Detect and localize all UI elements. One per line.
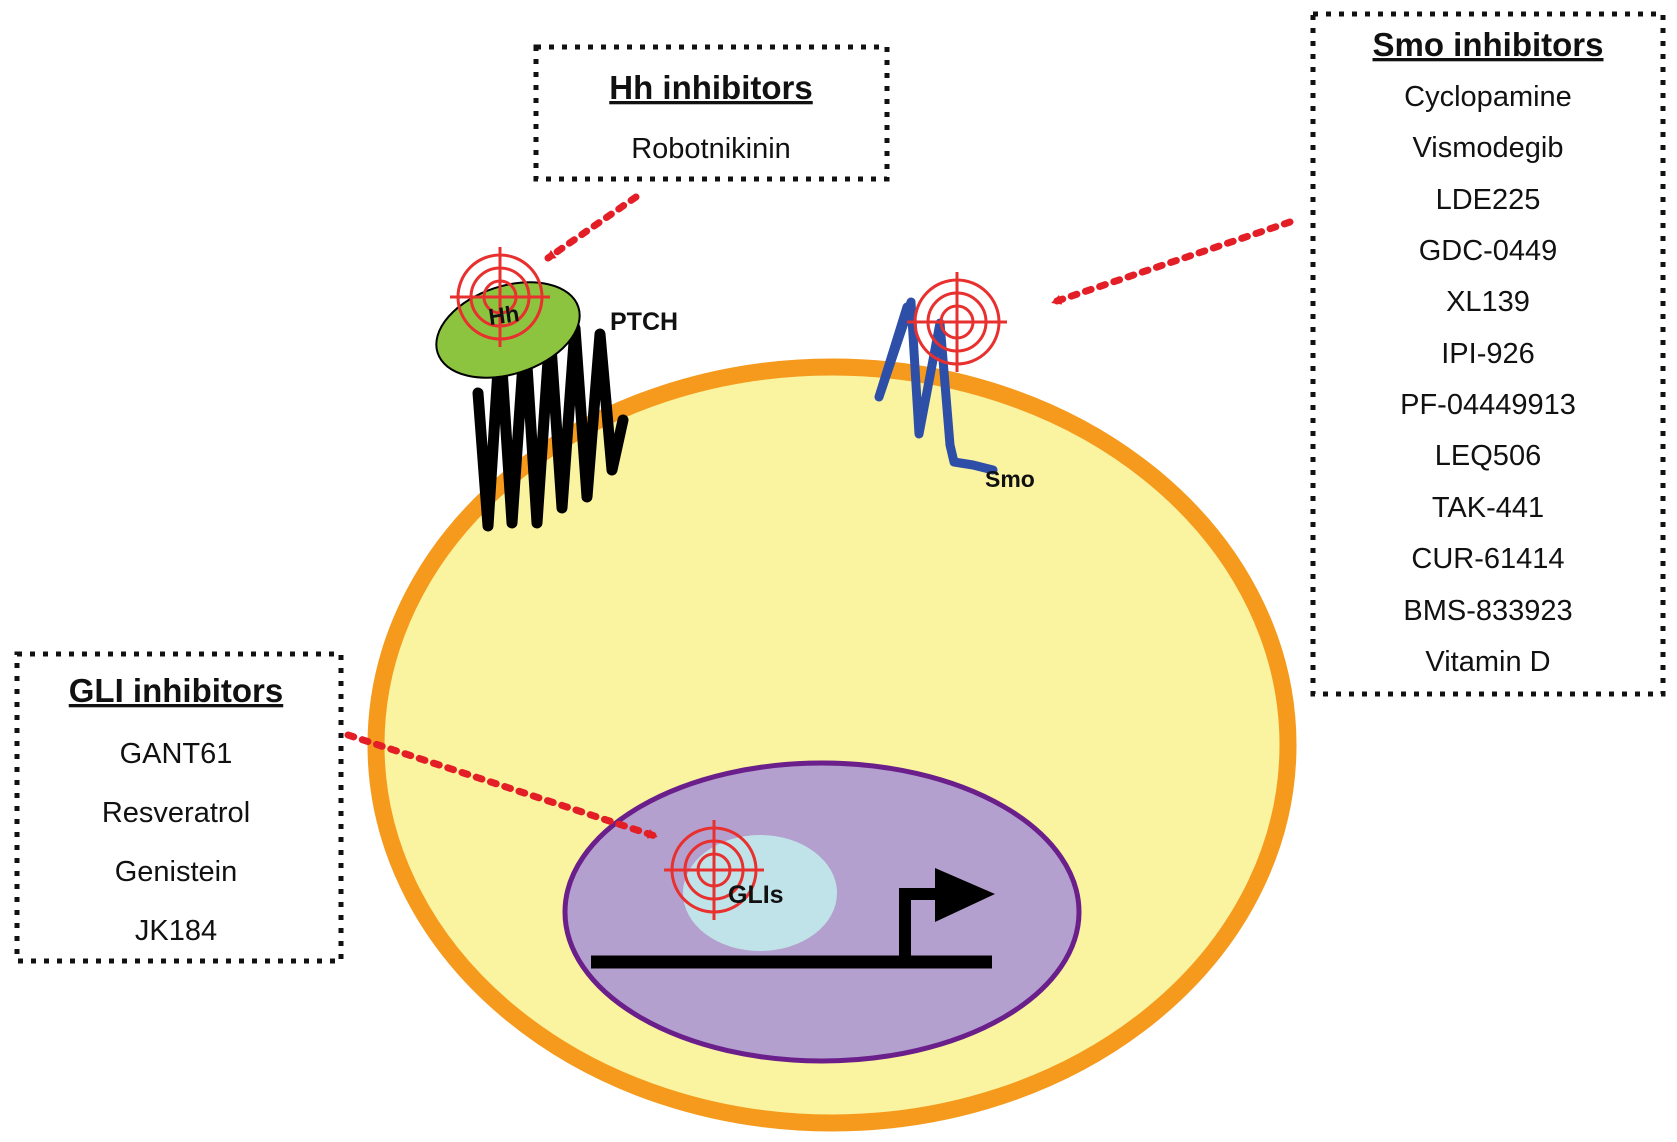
smo-label: Smo: [985, 466, 1035, 492]
hh-arrow: [544, 193, 640, 262]
gli-inhibitors-box: GLI inhibitors GANT61 Resveratrol Genist…: [14, 651, 344, 964]
glis-protein: [683, 835, 837, 951]
smo-inhibitors-title: Smo inhibitors: [1373, 26, 1604, 63]
smo-inhibitor-item: Vismodegib: [1412, 132, 1563, 164]
smo-inhibitor-item: GDC-0449: [1419, 235, 1558, 267]
smo-inhibitor-item: Vitamin D: [1425, 646, 1550, 678]
glis-label: GLIs: [728, 881, 784, 909]
gli-target-icon: [664, 820, 764, 920]
smo-inhibitors-box: Smo inhibitors Cyclopamine Vismodegib LD…: [1310, 11, 1666, 697]
smo-inhibitor-item: LDE225: [1436, 184, 1541, 216]
gli-inhibitor-item: Resveratrol: [102, 797, 250, 829]
hh-target-icon: [450, 247, 550, 347]
gli-inhibitor-item: GANT61: [120, 738, 233, 770]
hh-inhibitors-title: Hh inhibitors: [609, 69, 812, 106]
gli-inhibitors-title: GLI inhibitors: [69, 672, 283, 709]
smo-arrow: [1050, 218, 1294, 306]
hh-inhibitor-item: Robotnikinin: [631, 133, 791, 165]
hh-inhibitors-box: Hh inhibitors Robotnikinin: [533, 44, 890, 182]
gli-inhibitor-item: Genistein: [115, 856, 238, 888]
smo-inhibitor-item: XL139: [1446, 286, 1530, 318]
smo-inhibitor-item: TAK-441: [1432, 492, 1544, 524]
smo-inhibitor-item: Cyclopamine: [1404, 81, 1572, 113]
hh-label: Hh: [487, 300, 521, 330]
smo-target-icon: [907, 272, 1007, 372]
smo-inhibitor-item: PF-04449913: [1400, 389, 1576, 421]
smo-inhibitor-item: IPI-926: [1441, 338, 1535, 370]
ptch-label: PTCH: [610, 308, 678, 336]
smo-inhibitor-item: LEQ506: [1435, 440, 1541, 472]
gli-inhibitor-item: JK184: [135, 915, 217, 947]
dna-promoter-icon: [591, 868, 995, 969]
smo-inhibitor-item: BMS-833923: [1403, 595, 1572, 627]
gli-arrow: [344, 731, 659, 840]
smo-inhibitor-item: CUR-61414: [1411, 543, 1564, 575]
